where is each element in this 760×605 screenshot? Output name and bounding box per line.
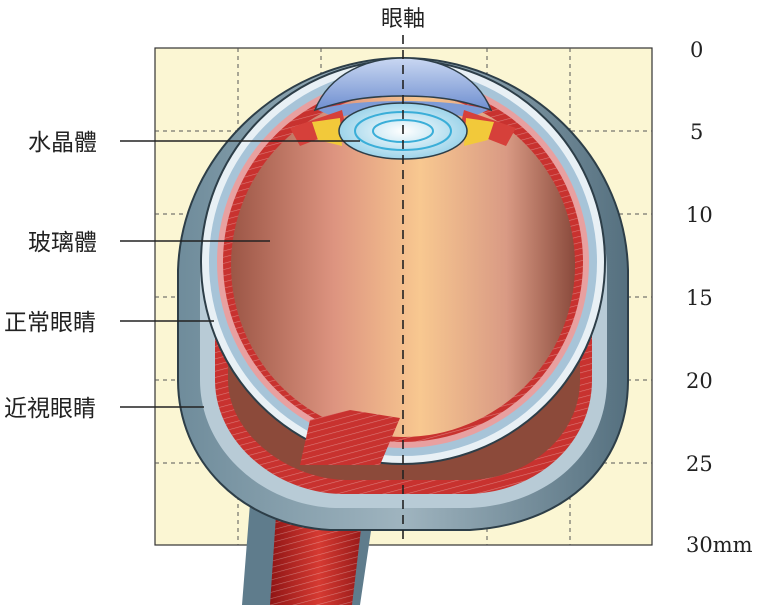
axis-title: 眼軸 <box>381 7 425 32</box>
tick-15: 15 <box>686 286 713 310</box>
tick-0: 0 <box>690 38 703 62</box>
label-normal-eye: 正常眼睛 <box>4 310 96 336</box>
tick-30mm: 30mm <box>686 533 753 557</box>
tick-25: 25 <box>686 452 713 476</box>
label-myopic-eye: 近視眼睛 <box>4 396 96 422</box>
label-vitreous: 玻璃體 <box>28 230 97 256</box>
tick-5: 5 <box>690 120 703 144</box>
scale-ticks: 0 5 10 15 20 25 30mm <box>686 38 753 557</box>
label-lens: 水晶體 <box>28 130 97 156</box>
tick-20: 20 <box>686 369 713 393</box>
tick-10: 10 <box>686 203 713 227</box>
